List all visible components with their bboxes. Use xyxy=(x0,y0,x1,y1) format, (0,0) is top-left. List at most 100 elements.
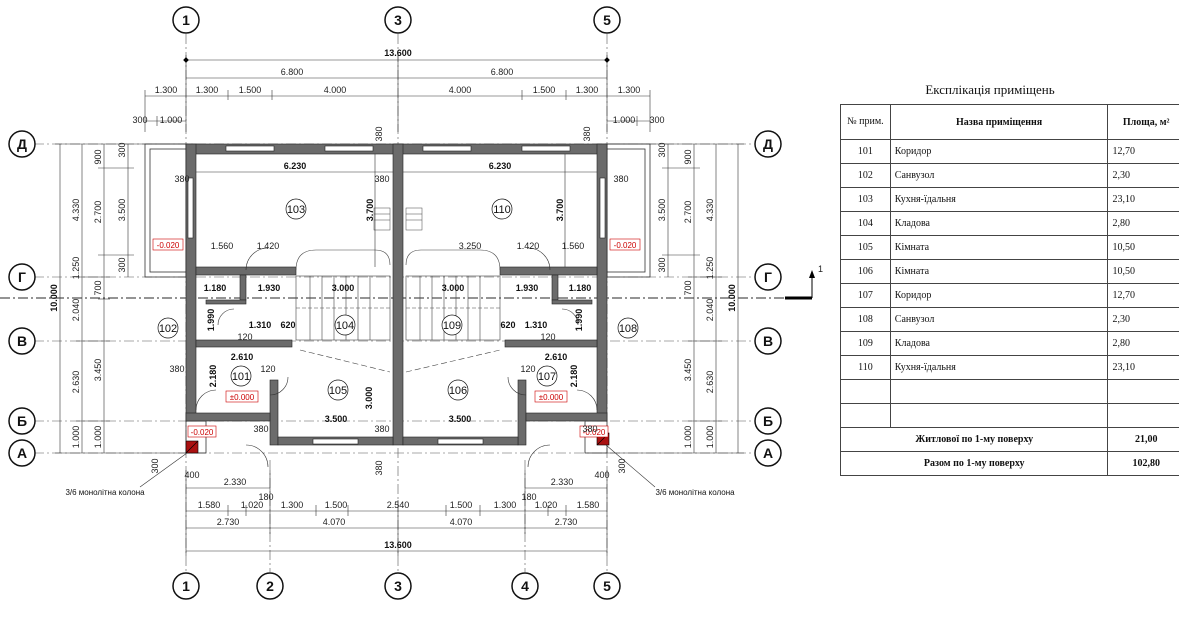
dim-bottom2-2: 4.070 xyxy=(323,517,346,527)
axis-label-g-left: Г xyxy=(18,269,26,285)
column-note-right: 3/6 монолітна колона xyxy=(655,488,735,497)
room-dim-21: 2.610 xyxy=(545,352,568,362)
dim-top-5: 4.000 xyxy=(449,85,472,95)
dim-left-a4: 2.630 xyxy=(71,371,81,394)
room-name-cell: Кухня-їдальня xyxy=(889,187,1109,212)
windows xyxy=(187,145,606,445)
axis-bubbles-top: 1 3 5 xyxy=(172,6,621,34)
room-dim-9: 1.560 xyxy=(562,241,585,251)
room-dimensions: 6.230 6.230 3.700 3.700 1.560 1.420 3.25… xyxy=(196,154,597,424)
room-dim-10: 1.180 xyxy=(204,283,227,293)
room-dim-5: 1.560 xyxy=(211,241,234,251)
room-dim-18: 620 xyxy=(500,320,515,330)
dim-bottom-6: 1.500 xyxy=(450,500,473,510)
axis-bubbles-left: Д Г В Б А xyxy=(8,130,36,467)
dim-bottom-small-3: 400 xyxy=(184,470,199,480)
section-mark-label: 1 xyxy=(818,264,823,274)
room-number-cell: 107 xyxy=(840,283,891,308)
wall-dim-10: 380 xyxy=(374,460,384,475)
total-label-overall: Разом по 1-му поверху xyxy=(839,451,1109,476)
axis-bubbles-right: Д Г В Б А xyxy=(754,130,782,467)
axis-label-b-right: Б xyxy=(763,413,773,429)
room-dim-4: 3.700 xyxy=(555,199,565,222)
dim-bottom-small-1: 2.330 xyxy=(224,477,247,487)
dim-top-small-2: 1.000 xyxy=(160,115,183,125)
wall-dim-11: 120 xyxy=(260,364,275,374)
dim-right-inner-2: 3.500 xyxy=(657,199,667,222)
dim-right-a5: 1.000 xyxy=(705,426,715,449)
dim-bottom-2: 1.020 xyxy=(241,500,264,510)
section-mark: 1 xyxy=(785,264,823,300)
table-row-empty xyxy=(840,403,1179,428)
room-dim-14: 1.930 xyxy=(516,283,539,293)
room-dim-23: 2.180 xyxy=(569,365,579,388)
wall-dim-9: 380 xyxy=(582,424,597,434)
room-area-cell: 12,70 xyxy=(1107,283,1179,308)
room-dim-13: 3.000 xyxy=(442,283,465,293)
dim-half-left: 6.800 xyxy=(281,67,304,77)
dim-left-b4: 3.450 xyxy=(93,359,103,382)
dim-left-a2: 1.250 xyxy=(71,257,81,280)
room-dim-25: 3.500 xyxy=(325,414,348,424)
axis-label-g-right: Г xyxy=(764,269,772,285)
axis-label-d-left: Д xyxy=(17,136,27,152)
room-name-cell: Кухня-їдальня xyxy=(889,355,1109,380)
room-dim-24: 3.000 xyxy=(364,387,374,410)
kitchen-fixtures xyxy=(373,207,423,231)
axis-label-5-bottom: 5 xyxy=(603,578,611,594)
room-number-106: 106 xyxy=(449,385,467,397)
room-dim-11: 1.930 xyxy=(258,283,281,293)
axis-label-a-left: А xyxy=(17,445,27,461)
dim-right-a2: 1.250 xyxy=(705,257,715,280)
room-number-105: 105 xyxy=(329,385,347,397)
wall-dim-8: 380 xyxy=(374,424,389,434)
level-mark-1: -0.020 xyxy=(157,241,180,250)
dim-top-small-4: 300 xyxy=(649,115,664,125)
room-area-cell: 23,10 xyxy=(1107,355,1179,380)
room-number-cell: 110 xyxy=(840,355,891,380)
dim-overall-top: 13.600 xyxy=(384,48,412,58)
dim-right-a4: 2.630 xyxy=(705,371,715,394)
axis-label-d-right: Д xyxy=(763,136,773,152)
room-dim-20: 2.610 xyxy=(231,352,254,362)
dim-left-a5: 1.000 xyxy=(71,426,81,449)
room-name-cell: Коридор xyxy=(889,139,1109,164)
explication-panel: Експлікація приміщень № прим. Назва прим… xyxy=(839,82,1179,476)
dim-top-1: 1.300 xyxy=(155,85,178,95)
dim-right-b4: 3.450 xyxy=(683,359,693,382)
dim-bottom-small-8: 180 xyxy=(521,492,536,502)
room-dim-1: 6.230 xyxy=(284,161,307,171)
level-marks: -0.020 -0.020 ±0.000 ±0.000 -0.020 -0.02… xyxy=(152,238,641,438)
bottom-dimension-lines xyxy=(185,470,608,556)
room-area-cell: 2,80 xyxy=(1107,331,1179,356)
level-mark-2: -0.020 xyxy=(614,241,637,250)
room-area-cell: 2,30 xyxy=(1107,307,1179,332)
room-name-cell: Кладова xyxy=(889,331,1109,356)
room-name-cell: Кладова xyxy=(889,211,1109,236)
room-name-cell: Коридор xyxy=(889,283,1109,308)
wall-dim-7: 380 xyxy=(253,424,268,434)
axis-label-3-top: 3 xyxy=(394,12,402,28)
dim-bottom-3: 1.300 xyxy=(281,500,304,510)
dim-bottom-small-5: 300 xyxy=(150,458,160,473)
room-number-cell: 104 xyxy=(840,211,891,236)
dim-left-b5: 1.000 xyxy=(93,426,103,449)
dim-left-inner-3: 300 xyxy=(117,257,127,272)
dim-bottom-small-7: 180 xyxy=(258,492,273,502)
header-area: Площа, м² xyxy=(1107,104,1179,140)
total-value-living: 21,00 xyxy=(1107,427,1179,452)
dim-bottom2-1: 2.730 xyxy=(217,517,240,527)
room-area-cell: 10,50 xyxy=(1107,235,1179,260)
axis-label-4-bottom: 4 xyxy=(521,578,529,594)
dim-bottom2-4: 2.730 xyxy=(555,517,578,527)
doors xyxy=(195,247,598,468)
header-name: Назва приміщення xyxy=(889,104,1109,140)
dim-top-small-3: 1.000 xyxy=(613,115,636,125)
explication-title: Експлікація приміщень xyxy=(925,82,1055,97)
